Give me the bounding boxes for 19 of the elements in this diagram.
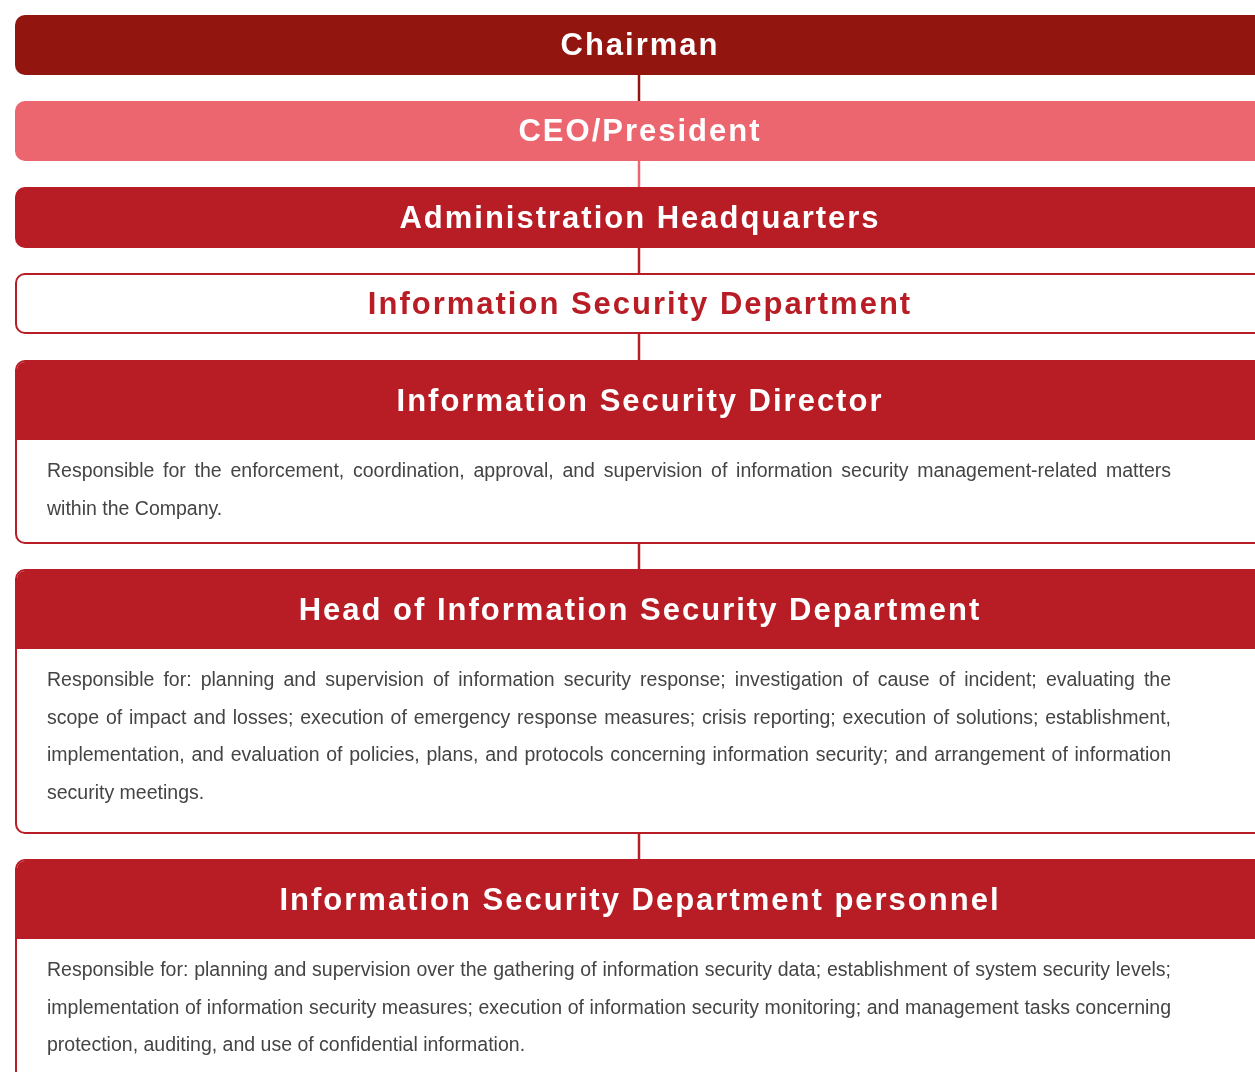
title-banner: Information Security Department personnel [17,861,1255,939]
connector-line [637,544,641,569]
role-card [15,360,1255,544]
connector-line [637,248,641,273]
title-bar: CEO/President [15,101,1255,161]
role-card [15,859,1255,1072]
title-bar: Chairman [15,15,1255,75]
title-bar: Information Security Department [15,273,1255,334]
connector-line [637,161,641,187]
role-card [15,569,1255,834]
title-banner: Head of Information Security Department [17,571,1255,649]
description-text: Responsible for: planning and supervision of information security response; investigation of cause of incident; evaluating the scope of impact and losses; execution of emergency response measures; crisis reporting; execution of solutions; establishment, implementation, and evaluation of policies, plans, and protocols concerning information security; and arrangement of information security meetings. [46,667,1172,805]
title-bar: Administration Headquarters [15,187,1255,248]
connector-line [637,334,641,360]
description-text: Responsible for: planning and supervision over the gathering of information security data; establishment of system security levels; implementation of information security measures; execution of information security monitoring; and management tasks concerning protection, auditing, and use of confidential information. [46,957,1172,1057]
connector-line [637,75,641,101]
title-banner: Information Security Director [17,362,1255,440]
connector-line [637,834,641,859]
description-text: Responsible for the enforcement, coordination, approval, and supervision of information security management-related matters within the Company. [46,458,1172,521]
